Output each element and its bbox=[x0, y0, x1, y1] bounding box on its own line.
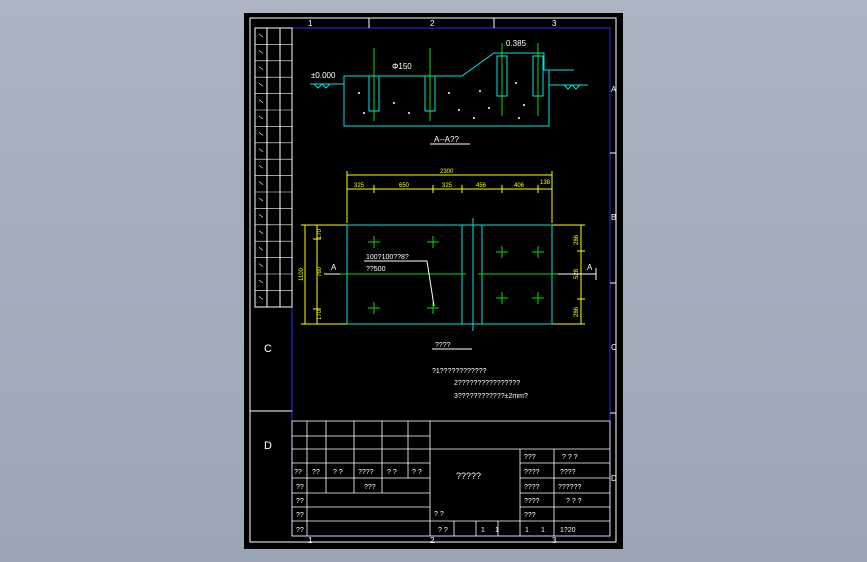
notes-line-3: 3????????????±2mm? bbox=[454, 393, 528, 400]
grid-row-b-right: B bbox=[611, 213, 616, 222]
strip-glyph bbox=[258, 82, 264, 87]
tb-right-value-1: ? ? ? bbox=[562, 454, 578, 461]
tb-scale-label: ? ? bbox=[434, 511, 444, 518]
tb-right-value-2: ???? bbox=[560, 469, 576, 476]
grid-labels-right: A B C D bbox=[610, 85, 617, 483]
tb-right-value-3: ?????? bbox=[558, 484, 581, 491]
tb-bottom-1: ? ? bbox=[438, 527, 448, 534]
section-outline bbox=[343, 52, 550, 127]
dim-top-2: 650 bbox=[399, 183, 410, 189]
tb-right-label-2: ???? bbox=[524, 469, 540, 476]
strip-glyph bbox=[258, 50, 264, 54]
grid-labels-top: 1 2 3 bbox=[308, 18, 557, 28]
tb-header-6: ? ? bbox=[412, 469, 422, 476]
tb-right-label-1: ??? bbox=[524, 454, 536, 461]
plan-view: 2300 325 650 325 456 406 138 1100 170 76… bbox=[299, 169, 597, 331]
grid-col-3-bottom: 3 bbox=[552, 536, 557, 545]
outer-frame bbox=[249, 17, 617, 543]
notes-line-1: ?1???????????? bbox=[432, 368, 487, 375]
strip-glyph bbox=[258, 279, 264, 284]
grid-row-a-right: A bbox=[611, 85, 617, 94]
section-marker-right: A bbox=[587, 263, 593, 272]
strip-glyph bbox=[258, 197, 264, 202]
tb-header-1: ?? bbox=[294, 469, 302, 476]
elevation-right: 0.385 bbox=[506, 39, 527, 48]
tb-right-value-4: ? ? ? bbox=[566, 498, 582, 505]
grid-row-c-left: C bbox=[264, 343, 272, 355]
notes-line-2: 2???????????????? bbox=[454, 380, 520, 387]
tb-right-label-3: ???? bbox=[524, 484, 540, 491]
section-title: A--A?? bbox=[434, 135, 459, 144]
dim-top-1: 325 bbox=[354, 183, 365, 189]
tb-drawing-title: ????? bbox=[456, 471, 481, 481]
tb-bottom-4: 1 bbox=[525, 527, 529, 534]
dim-right-1: 286 bbox=[574, 234, 580, 245]
strip-glyph bbox=[258, 296, 264, 300]
strip-glyph bbox=[258, 99, 264, 103]
grid-col-1-top: 1 bbox=[308, 19, 313, 28]
strip-glyph bbox=[258, 33, 264, 38]
plan-note-1: 100?100??8? bbox=[366, 254, 409, 261]
tb-row-3: ?? bbox=[296, 512, 304, 519]
tb-header-5: ? ? bbox=[387, 469, 397, 476]
grid-row-d-right: D bbox=[611, 474, 617, 483]
dim-left-2: 760 bbox=[317, 266, 323, 277]
tb-row-1: ?? bbox=[296, 484, 304, 491]
tb-bottom-3: 1 bbox=[495, 527, 499, 534]
tb-row-2: ?? bbox=[296, 498, 304, 505]
tb-header-2: ?? bbox=[312, 469, 320, 476]
drawing-sheet: 1 2 3 1 2 3 A B C D C D bbox=[244, 13, 623, 549]
grid-row-c-right: C bbox=[611, 343, 617, 352]
dim-left-3: 170 bbox=[317, 309, 323, 320]
grid-labels-bottom: 1 2 3 bbox=[308, 536, 557, 545]
grid-row-d-left: D bbox=[264, 440, 272, 452]
grid-col-2-bottom: 2 bbox=[430, 536, 435, 545]
tb-header-3: ? ? bbox=[333, 469, 343, 476]
dim-left-1: 170 bbox=[317, 228, 323, 239]
tb-right-value-5: 1?20 bbox=[560, 527, 576, 534]
plan-note-2: ??500 bbox=[366, 266, 386, 273]
tb-bottom-2: 1 bbox=[481, 527, 485, 534]
tb-mid-label: ??? bbox=[364, 484, 376, 491]
revision-strip-cells bbox=[255, 27, 292, 300]
strip-glyph bbox=[258, 164, 264, 169]
grid-col-3-top: 3 bbox=[552, 19, 557, 28]
strip-glyph bbox=[258, 132, 264, 136]
revision-strip bbox=[254, 27, 293, 308]
section-marker-left: A bbox=[331, 263, 337, 272]
tb-header-4: ???? bbox=[358, 469, 374, 476]
pocket-diameter: Φ150 bbox=[392, 62, 412, 71]
dim-top-6: 138 bbox=[540, 180, 551, 186]
tb-right-label-5: ??? bbox=[524, 512, 536, 519]
strip-glyph bbox=[258, 181, 264, 185]
dim-right-3: 286 bbox=[574, 306, 580, 317]
strip-glyph bbox=[258, 148, 264, 153]
dim-top-5: 406 bbox=[514, 183, 525, 189]
dim-left-total: 1100 bbox=[299, 267, 305, 281]
bolt-positions bbox=[368, 236, 544, 314]
strip-glyph bbox=[258, 115, 264, 120]
dim-top-total: 2300 bbox=[440, 169, 454, 175]
strip-glyph bbox=[258, 263, 264, 267]
strip-glyph bbox=[258, 246, 264, 251]
title-block bbox=[291, 420, 611, 537]
tb-right-label-4: ???? bbox=[524, 498, 540, 505]
tb-row-4: ?? bbox=[296, 527, 304, 534]
notes-title: ???? bbox=[435, 342, 451, 349]
grid-labels-left: C D bbox=[250, 343, 292, 452]
elevation-left: ±0.000 bbox=[311, 71, 336, 80]
general-notes: ???? ?1???????????? 2???????????????? 3?… bbox=[432, 342, 528, 400]
dim-top-3: 325 bbox=[442, 183, 453, 189]
dim-top-4: 456 bbox=[476, 183, 487, 189]
grid-col-2-top: 2 bbox=[430, 19, 435, 28]
strip-glyph bbox=[258, 230, 264, 235]
strip-glyph bbox=[258, 214, 264, 218]
tb-bottom-5: 1 bbox=[541, 527, 545, 534]
grid-col-1-bottom: 1 bbox=[308, 536, 313, 545]
strip-glyph bbox=[258, 66, 264, 71]
section-a-a: ±0.000 0.385 Φ150 A--A?? bbox=[310, 39, 588, 145]
